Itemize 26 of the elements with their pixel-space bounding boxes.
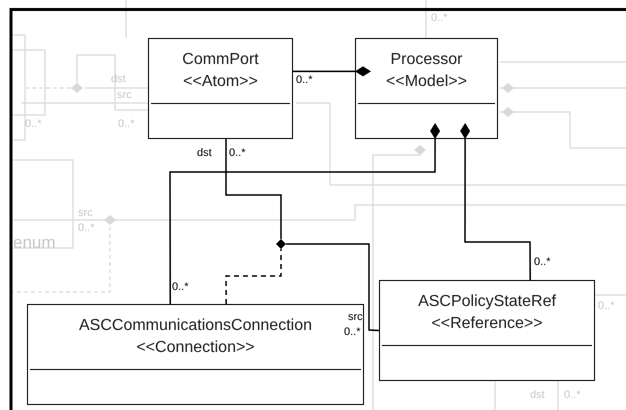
connector [286,243,380,332]
multiplicity-label: 0..* [172,281,189,293]
multiplicity-label: 0..* [534,256,551,268]
dashed-connector [225,249,282,304]
class-name: CommPort [182,50,259,70]
stereotype-label: <<Connection>> [136,338,255,358]
class-name: Processor [390,50,463,70]
class-box [355,38,498,139]
class-name: ASCCommunicationsConnection [79,316,312,336]
class-box [27,304,364,405]
multiplicity-label: 0..* [229,147,246,159]
junction-diamond [276,239,286,249]
multiplicity-label: dst [197,147,212,159]
stereotype-label: <<Atom>> [183,72,258,92]
multiplicity-label: src [348,311,363,323]
stereotype-label: <<Model>> [386,72,467,92]
connector [460,123,531,280]
multiplicity-label: 0..* [296,74,313,86]
stereotype-label: <<Reference>> [431,314,543,334]
connector [225,139,282,239]
connector [169,123,440,304]
connector [293,66,371,76]
class-box [379,280,595,381]
class-box [148,38,293,139]
class-name: ASCPolicyStateRef [418,292,556,312]
multiplicity-label: 0..* [344,326,361,338]
